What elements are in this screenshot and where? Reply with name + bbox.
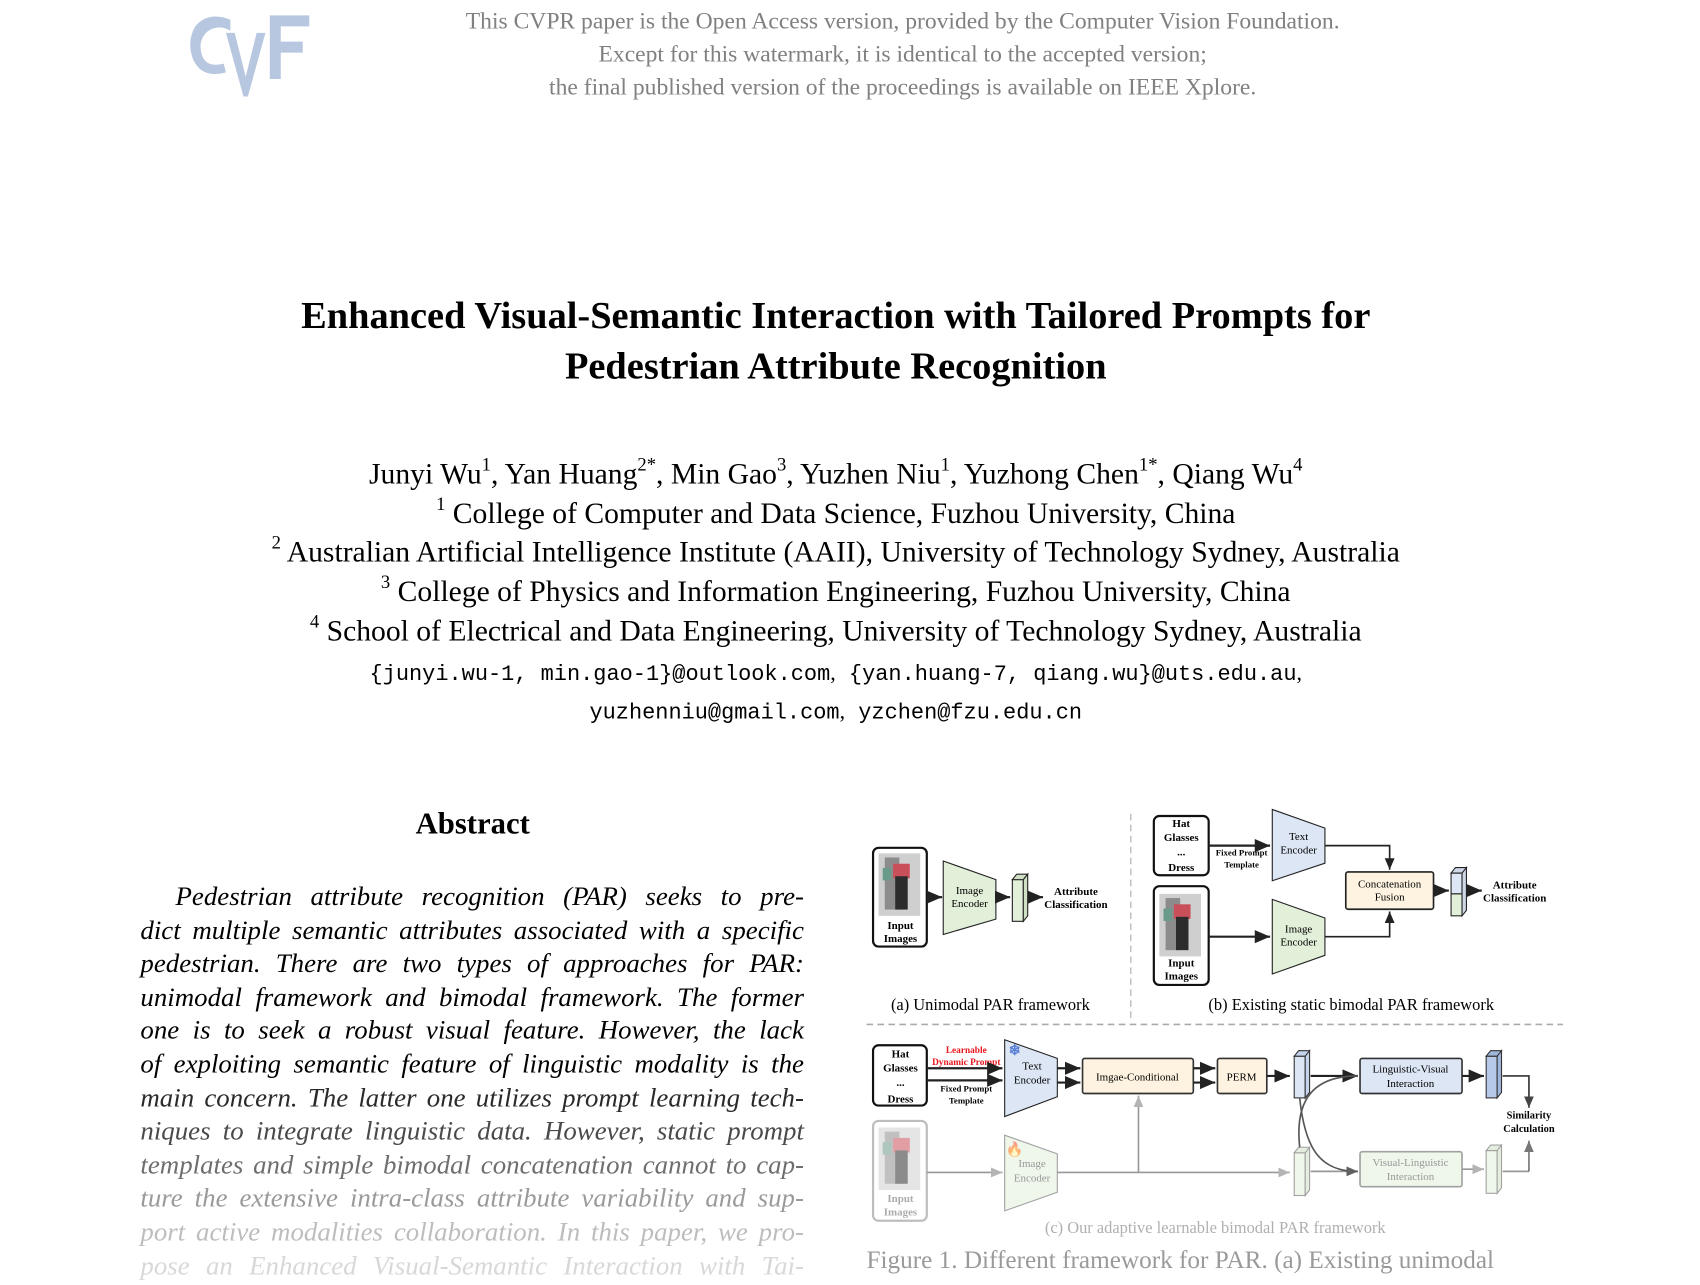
abstract-line: templates and simple bimodal concatenati… (140, 1150, 804, 1180)
affiliation-2: 2 Australian Artificial Intelligence Ins… (271, 531, 1400, 569)
caption-b: (b) Existing static bimodal PAR framewor… (1208, 995, 1494, 1014)
email[interactable]: yzchen@fzu.edu.cn (858, 700, 1083, 727)
author: Min Gao3, (670, 454, 801, 491)
author: Qiang Wu4 (1172, 454, 1303, 491)
author: Yuzhong Chen1*, (963, 454, 1173, 491)
feature-vector-text (1450, 872, 1463, 895)
email-line-2: yuzhenniu@gmail.com, yzchen@fzu.edu.cn (589, 699, 1083, 727)
perm-label: PERM (1227, 1071, 1257, 1083)
affiliation-3: 3 College of Physics and Information Eng… (380, 571, 1291, 608)
author: Junyi Wu1, (369, 454, 505, 491)
affiliation-1: 1 College of Computer and Data Science, … (436, 493, 1236, 530)
image-conditional-module (1081, 1057, 1195, 1095)
paper-title-line-2: Pedestrian Attribute Recognition (564, 344, 1107, 388)
cvf-logo (190, 15, 310, 97)
image-encoder (942, 860, 997, 936)
abstract-line: main concern. The latter one utilizes pr… (140, 1083, 804, 1113)
image-encoder (1004, 1134, 1058, 1212)
image-conditional-label: Imgae-Conditional (1096, 1071, 1179, 1083)
abstract-line: unimodal framework and bimodal framework… (140, 982, 804, 1013)
abstract-line: pedestrian. There are two types of appro… (140, 948, 804, 979)
affiliation-4: 4 School of Electrical and Data Engineer… (309, 610, 1362, 648)
abstract-line: ture the extensive intra-class attribute… (140, 1183, 804, 1214)
caption-c: (c) Our adaptive learnable bimodal PAR f… (1045, 1218, 1387, 1237)
text-feature-vector (1293, 1055, 1306, 1099)
abstract-line: port active modalities collaboration. In… (140, 1217, 804, 1247)
image-feature-vector (1293, 1152, 1306, 1197)
attribute-list-box (871, 1044, 928, 1107)
image-encoder (1271, 898, 1326, 975)
fire-icon: 🔥 (1006, 1141, 1024, 1158)
email[interactable]: yuzhenniu@gmail.com (589, 700, 840, 727)
output-feature-vector (1485, 1055, 1498, 1099)
author-list: Junyi Wu1, Yan Huang2*, Min Gao3, Yuzhen… (0, 454, 1672, 491)
text-encoder (1004, 1038, 1058, 1118)
paper-title-line-1: Enhanced Visual-Semantic Interaction wit… (301, 293, 1371, 337)
abstract-heading: Abstract (415, 807, 530, 842)
feature-vector-image (1450, 893, 1463, 917)
email[interactable]: {yan.huang-7, qiang.wu}@uts.edu.au (848, 662, 1297, 688)
feature-vector (1011, 879, 1024, 922)
abstract-line: Pedestrian attribute recognition (PAR) s… (175, 881, 804, 912)
pedestrian-image (878, 1127, 921, 1191)
text-encoder (1271, 808, 1326, 882)
watermark-line-2: Except for this watermark, it is identic… (598, 40, 1207, 67)
watermark-line-3: the final published version of the proce… (549, 73, 1257, 100)
abstract-line: niques to integrate linguistic data. How… (140, 1116, 804, 1147)
watermark-line-1: This CVPR paper is the Open Access versi… (465, 7, 1340, 35)
author: Yan Huang2*, (504, 454, 671, 491)
pedestrian-image (1159, 893, 1201, 957)
email-line-1: {junyi.wu-1, min.gao-1}@outlook.com, {ya… (369, 661, 1302, 688)
abstract-line: one is to seek a robust visual feature. … (140, 1016, 804, 1046)
snowflake-icon: ❄ (1009, 1043, 1021, 1059)
pedestrian-image (878, 853, 921, 916)
abstract-line: dict multiple semantic attributes associ… (140, 915, 804, 945)
author: Yuzhen Niu1, (800, 454, 964, 491)
caption-a: (a) Unimodal PAR framework (891, 995, 1091, 1014)
abstract-line: of exploiting semantic feature of lingui… (140, 1049, 804, 1080)
email[interactable]: {junyi.wu-1, min.gao-1}@outlook.com (369, 662, 831, 688)
abstract-body: Pedestrian attribute recognition (PAR) s… (140, 882, 804, 1285)
output-feature-vector (1485, 1149, 1498, 1194)
figure-caption: Figure 1. Different framework for PAR. (… (866, 1247, 1494, 1274)
